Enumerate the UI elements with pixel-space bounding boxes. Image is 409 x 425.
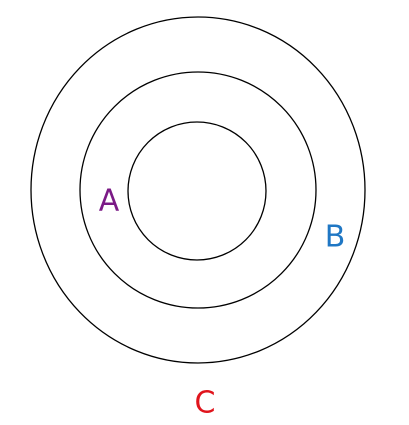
region-label-c: C bbox=[195, 386, 216, 421]
inner-circle bbox=[127, 121, 267, 261]
region-label-a: A bbox=[99, 184, 120, 219]
region-label-b: B bbox=[325, 220, 346, 255]
middle-circle bbox=[79, 71, 317, 309]
outer-circle bbox=[30, 16, 366, 364]
